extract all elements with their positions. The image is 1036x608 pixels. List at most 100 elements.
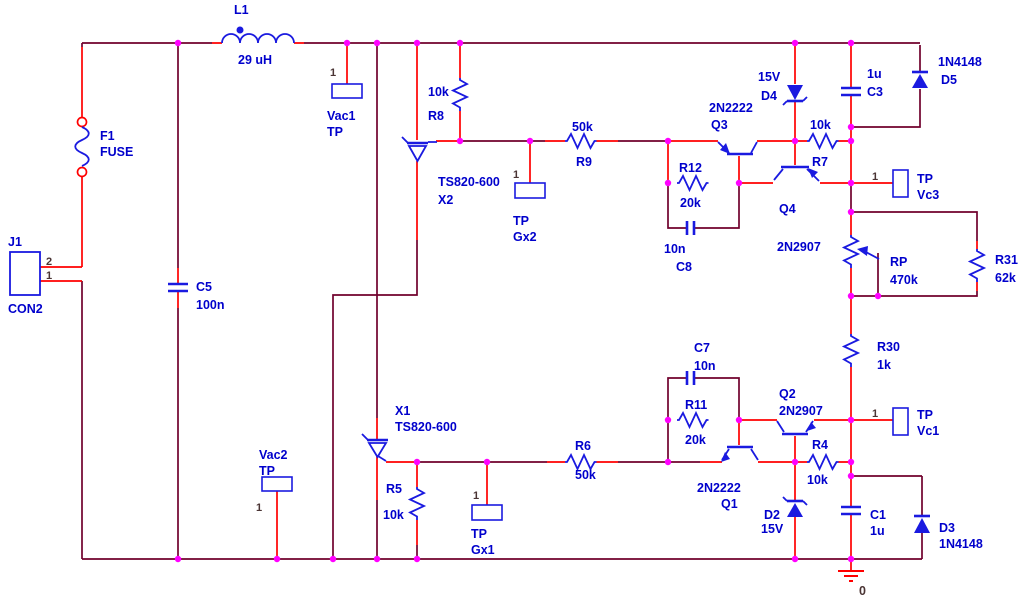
testpoint-Vac1[interactable]: 1 Vac1 TP bbox=[327, 67, 363, 139]
resistor-R8[interactable]: 10k R8 bbox=[428, 78, 470, 123]
value-label: 2N2222 bbox=[697, 481, 741, 495]
value-label: 50k bbox=[575, 468, 596, 482]
resistor-R5[interactable]: R5 10k bbox=[383, 482, 427, 522]
ref-label: Vc3 bbox=[917, 188, 939, 202]
ref-label: Gx1 bbox=[471, 543, 495, 557]
value-label: 20k bbox=[680, 196, 701, 210]
connector-J1[interactable]: J1 CON2 2 1 bbox=[8, 235, 52, 316]
type-label: TP bbox=[917, 172, 933, 186]
ref-label: D2 bbox=[764, 508, 780, 522]
thyristor-X1[interactable]: X1 TS820-600 bbox=[361, 404, 457, 462]
pin-label: 1 bbox=[872, 171, 878, 183]
ref-label: Q4 bbox=[779, 202, 796, 216]
ref-label: Vac1 bbox=[327, 109, 356, 123]
value-label: 15V bbox=[761, 522, 784, 536]
testpoint-Vac2[interactable]: Vac2 TP 1 bbox=[256, 448, 293, 514]
value-label: FUSE bbox=[100, 145, 133, 159]
pin-label: 1 bbox=[872, 408, 878, 420]
type-label: TP bbox=[513, 214, 529, 228]
ref-label: R6 bbox=[575, 439, 591, 453]
capacitor-C7[interactable]: C7 10n bbox=[685, 341, 716, 385]
resistor-R6[interactable]: R6 50k bbox=[565, 439, 597, 482]
ref-label: Gx2 bbox=[513, 230, 537, 244]
ref-label: X2 bbox=[438, 193, 453, 207]
ref-label: R31 bbox=[995, 253, 1018, 267]
value-label: 10k bbox=[383, 508, 404, 522]
pin-label: 1 bbox=[46, 270, 52, 282]
ref-label: R12 bbox=[679, 161, 702, 175]
ref-label: Vc1 bbox=[917, 424, 939, 438]
value-label: 1k bbox=[877, 358, 891, 372]
resistor-R31[interactable]: R31 62k bbox=[967, 249, 1018, 285]
value-label: TS820-600 bbox=[395, 420, 457, 434]
component-leads[interactable] bbox=[40, 42, 978, 570]
polarity-dot-icon bbox=[236, 26, 244, 34]
testpoint-Gx2[interactable]: 1 TP Gx2 bbox=[513, 169, 546, 244]
resistor-R30[interactable]: R30 1k bbox=[841, 334, 900, 372]
fuse-F1[interactable]: F1 FUSE bbox=[74, 116, 133, 178]
ref-label: D3 bbox=[939, 521, 955, 535]
value-label: 10k bbox=[810, 118, 831, 132]
ref-label: C7 bbox=[694, 341, 710, 355]
transistor-Q4[interactable]: Q4 2N2907 bbox=[773, 165, 821, 254]
capacitor-C5[interactable]: C5 100n bbox=[168, 280, 225, 312]
capacitor-C8[interactable]: 10n C8 bbox=[664, 221, 696, 274]
net-label: 0 bbox=[859, 584, 866, 598]
testpoint-Gx1[interactable]: 1 TP Gx1 bbox=[471, 490, 503, 557]
value-label: 10k bbox=[807, 473, 828, 487]
ref-label: R11 bbox=[685, 398, 707, 412]
ground-symbol[interactable]: 0 bbox=[838, 570, 866, 598]
ref-label: J1 bbox=[8, 235, 22, 249]
thyristor-X2[interactable]: TS820-600 X2 bbox=[401, 136, 500, 207]
capacitor-C3[interactable]: 1u C3 bbox=[841, 67, 883, 99]
capacitor-C1[interactable]: C1 1u bbox=[841, 505, 886, 538]
value-label: 10k bbox=[428, 85, 449, 99]
resistor-R9[interactable]: 50k R9 bbox=[565, 120, 597, 169]
ref-label: C1 bbox=[870, 508, 886, 522]
wire-net[interactable] bbox=[81, 42, 978, 560]
value-label: 29 uH bbox=[238, 53, 272, 67]
ref-label: R9 bbox=[576, 155, 592, 169]
zener-diode-D4[interactable]: 15V D4 bbox=[758, 70, 808, 106]
diode-D3[interactable]: D3 1N4148 bbox=[914, 514, 983, 551]
ref-label: L1 bbox=[234, 3, 249, 17]
value-label: 20k bbox=[685, 433, 706, 447]
diode-D5[interactable]: 1N4148 D5 bbox=[912, 55, 982, 88]
value-label: 1N4148 bbox=[939, 537, 983, 551]
value-label: 2N2907 bbox=[777, 240, 821, 254]
ref-label: D5 bbox=[941, 73, 957, 87]
inductor-L1[interactable]: L1 29 uH bbox=[221, 3, 295, 67]
ref-label: R4 bbox=[812, 438, 828, 452]
value-label: 100n bbox=[196, 298, 225, 312]
transistor-Q3[interactable]: 2N2222 Q3 bbox=[709, 101, 758, 156]
zener-diode-D2[interactable]: D2 15V bbox=[761, 496, 808, 536]
testpoint-Vc1[interactable]: 1 TP Vc1 bbox=[872, 407, 939, 438]
ref-label: Q3 bbox=[711, 118, 728, 132]
value-label: 1u bbox=[870, 524, 885, 538]
value-label: 1N4148 bbox=[938, 55, 982, 69]
ref-label: Q1 bbox=[721, 497, 738, 511]
ref-label: Vac2 bbox=[259, 448, 288, 462]
resistor-R7[interactable]: 10k R7 bbox=[807, 118, 839, 169]
resistor-R4[interactable]: R4 10k bbox=[807, 438, 839, 487]
resistor-R12[interactable]: R12 20k bbox=[677, 161, 709, 210]
testpoint-Vc3[interactable]: 1 TP Vc3 bbox=[872, 169, 939, 202]
value-label: 1u bbox=[867, 67, 882, 81]
type-label: TP bbox=[471, 527, 487, 541]
transistor-Q2[interactable]: Q2 2N2907 bbox=[776, 387, 823, 436]
ref-label: Q2 bbox=[779, 387, 796, 401]
value-label: 10n bbox=[694, 359, 716, 373]
ref-label: R8 bbox=[428, 109, 444, 123]
value-label: 2N2222 bbox=[709, 101, 753, 115]
value-label: 2N2907 bbox=[779, 404, 823, 418]
ref-label: RP bbox=[890, 255, 907, 269]
pin-label: 1 bbox=[473, 490, 479, 502]
type-label: TP bbox=[917, 408, 933, 422]
type-label: TP bbox=[259, 464, 275, 478]
resistor-R11[interactable]: R11 20k bbox=[677, 398, 709, 447]
potentiometer-RP[interactable]: RP 470k bbox=[841, 235, 918, 287]
junction-dots bbox=[174, 39, 882, 563]
transistor-Q1[interactable]: 2N2222 Q1 bbox=[697, 445, 759, 511]
